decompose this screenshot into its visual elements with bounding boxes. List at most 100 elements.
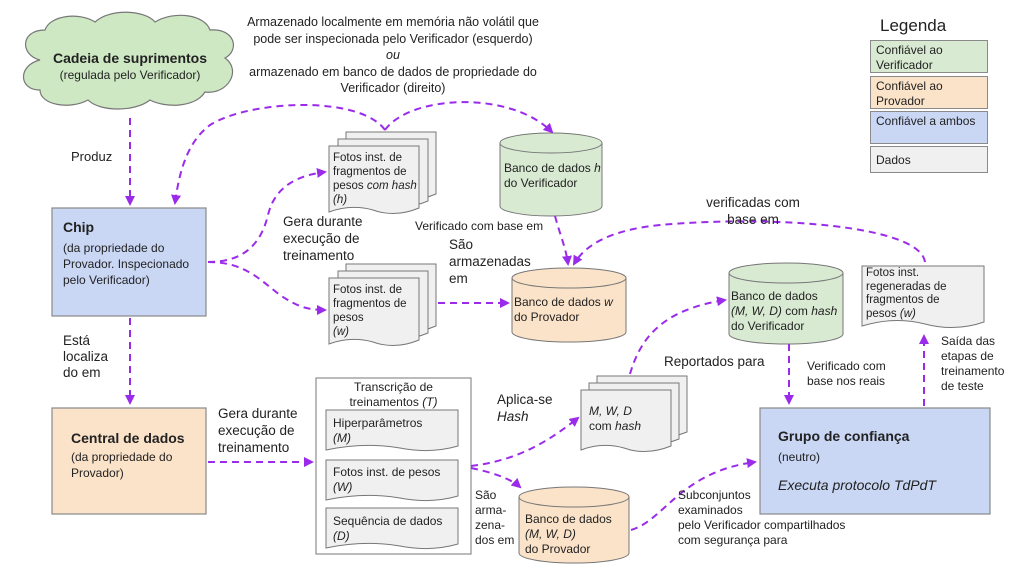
arrow-chip-w: [207, 261, 327, 315]
label-esta-localizado: Está localiza do em: [63, 333, 108, 381]
chip-title: Chip: [63, 219, 95, 235]
label-line: examinados: [678, 503, 743, 517]
label-verificado-reais: Verificado com base nos reais: [807, 359, 886, 389]
label-line: treinamento: [941, 364, 1005, 378]
db-mwd-verifier-text: Banco de dados (M, W, D) com hash do Ver…: [731, 289, 861, 334]
transcript-title-line: treinamentos: [349, 395, 419, 409]
db-h-cylinder: [499, 132, 603, 217]
db-w-cylinder: [511, 267, 627, 343]
weights-w-line: fragmentos de: [333, 298, 407, 310]
label-line: Gera durante: [283, 214, 363, 229]
weights-hash-stack: [328, 131, 437, 214]
storage-note-line: Armazenado localmente em memória não vol…: [247, 15, 539, 29]
label-line: de teste: [941, 379, 984, 393]
weights-hash-line: fragmentos de: [333, 166, 407, 178]
weights-w-symbol: (w): [333, 326, 349, 338]
supply-chain-subtitle: (regulada pelo Verificador): [59, 67, 201, 82]
db-mwd-verifier-line: com: [785, 304, 808, 318]
regen-line: fragmentos de: [866, 294, 940, 306]
weights-hash-italic: com hash: [366, 180, 417, 192]
label-line: do em: [63, 365, 101, 380]
arrow-transcript-dbmwd: [470, 467, 522, 489]
label-line: localiza: [63, 349, 109, 364]
db-h-text: Banco de dados h do Verificador: [504, 161, 602, 191]
label-verificado-base: Verificado com base em: [415, 219, 544, 233]
label-sao-armazenadas: São armazenadas em: [449, 236, 531, 287]
weights-hash-line: Fotos inst. de: [333, 152, 403, 164]
label-line: execução de: [283, 231, 360, 246]
weights-w-text: Fotos inst. de fragmentos de pesos (w): [333, 283, 419, 339]
arrows: [125, 101, 929, 531]
datacenter-title: Central de dados: [71, 430, 185, 446]
db-mwd-verifier-cylinder: [728, 262, 844, 345]
storage-note-line: Verificador (direito): [340, 81, 446, 95]
transcript-item-symbol: (M): [333, 431, 351, 445]
trust-group-subtitle: (neutro): [778, 449, 821, 464]
mwd-hash-italic: hash: [615, 419, 642, 433]
db-h-line: do Verificador: [504, 176, 578, 190]
label-reportados: Reportados para: [664, 354, 765, 369]
legend-title: Legenda: [880, 16, 947, 35]
label-line: etapas de: [941, 349, 994, 363]
db-mwd-prover-symbol: (M, W, D): [525, 527, 576, 541]
transcript-item-symbol: (D): [333, 529, 350, 543]
label-line: treinamento: [283, 248, 355, 263]
regen-symbol: (w): [899, 307, 916, 320]
arrow-chip-hash: [207, 167, 327, 263]
label-line: armazenadas: [449, 254, 531, 269]
trust-group-protocol: Executa protocolo TdPdT: [778, 476, 936, 493]
label-line: São: [449, 237, 474, 252]
db-w-text: Banco de dados w do Provador: [514, 295, 626, 325]
label-line: Verificado com: [807, 359, 886, 373]
datacenter-box: [51, 407, 207, 515]
label-saida: Saída das etapas de treinamento de teste: [941, 334, 1004, 394]
db-w-line: do Provador: [514, 310, 580, 324]
mwd-hash-text: M, W, D com hash: [589, 404, 669, 434]
storage-note: Armazenado localmente em memória não vol…: [228, 14, 558, 97]
supply-chain-text: Cadeia de suprimentos (regulada pelo Ver…: [30, 50, 230, 83]
arrow-storage-left: [171, 104, 386, 205]
arrow-storage-right: [384, 101, 554, 134]
db-mwd-prover-cylinder: [518, 486, 630, 564]
chip-box: [51, 207, 207, 317]
weights-w-stack: [328, 263, 437, 346]
legend-item-prover: Confiável ao Provador: [870, 76, 988, 109]
db-mwd-verifier-line: do Verificador: [731, 319, 805, 333]
label-produz: Produz: [71, 149, 113, 164]
label-line: com segurança para: [678, 533, 788, 547]
weights-w-line: Fotos inst. de: [333, 284, 403, 296]
label-verificadas-com: verificadas com base em: [703, 194, 803, 228]
trust-group-box: [759, 407, 991, 515]
label-line: treinamento: [218, 440, 290, 455]
trust-group-text: Grupo de confiança (neutro) Executa prot…: [778, 428, 983, 494]
supply-chain-title: Cadeia de suprimentos: [52, 50, 208, 66]
label-line: Gera durante: [218, 406, 298, 421]
chip-text: Chip (da propriedade do Provador. Inspec…: [63, 219, 198, 288]
legend-item-both: Confiável a ambos: [870, 111, 988, 144]
transcript-item: Hiperparâmetros (M): [333, 416, 453, 446]
storage-note-line: armazenado em banco de dados de propried…: [249, 64, 537, 79]
transcript-item: Sequência de dados (D): [333, 514, 453, 544]
db-h-line: Banco de dados: [504, 161, 591, 175]
db-h-symbol: h: [594, 161, 601, 175]
transcript-symbol: (T): [422, 395, 438, 409]
label-line: São: [475, 488, 497, 502]
regen-line: Fotos inst.: [866, 267, 920, 279]
chip-desc: (da propriedade do Provador. Inspecionad…: [63, 240, 190, 287]
weights-doc: [325, 459, 459, 502]
weights-hash-text: Fotos inst. de fragmentos de pesos com h…: [333, 151, 419, 207]
regen-doc: [861, 265, 985, 328]
arrow-transcript-hash: [470, 416, 580, 467]
label-line: execução de: [218, 423, 295, 438]
trust-group-title: Grupo de confiança: [778, 428, 910, 444]
arrow-dbprov-trust: [630, 458, 757, 531]
label-line: Saída das: [941, 334, 996, 348]
regen-text: Fotos inst. regeneradas de fragmentos de…: [866, 267, 984, 321]
label-aplica-hash: Aplica-se Hash: [497, 391, 553, 425]
mwd-hash-symbol: M, W, D: [589, 404, 632, 418]
db-mwd-prover-line: Banco de dados: [525, 512, 612, 526]
label-line: Subconjuntos: [678, 488, 751, 502]
hyperparams-doc: [325, 409, 459, 452]
supply-chain-cloud: [23, 11, 234, 110]
legend-item-verifier: Confiável ao Verificador: [870, 40, 988, 73]
